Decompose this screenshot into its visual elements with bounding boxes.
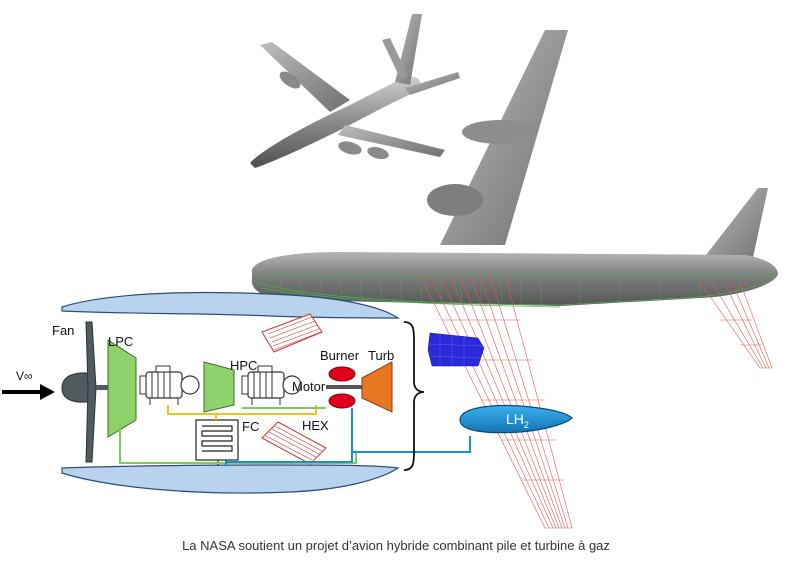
nacelle-lower xyxy=(61,464,400,494)
label-burner: Burner xyxy=(320,348,360,363)
label-lh2-main: LH xyxy=(506,411,524,427)
label-hpc: HPC xyxy=(230,358,257,373)
motor-icon xyxy=(241,365,302,405)
hex-upper xyxy=(261,313,323,353)
label-lpc: LPC xyxy=(108,334,133,349)
fan-blade xyxy=(85,321,97,463)
label-hex: HEX xyxy=(302,418,329,433)
turbine xyxy=(361,361,393,413)
freestream-arrow xyxy=(2,384,55,400)
label-v-inf: V∞ xyxy=(16,369,33,383)
bracket xyxy=(403,321,425,471)
blue-engine-wireframe xyxy=(427,332,485,367)
hex-lower xyxy=(261,421,327,465)
blue-line xyxy=(225,436,471,466)
nacelle-upper xyxy=(61,291,400,319)
yellow-line xyxy=(167,405,317,415)
motor-icon xyxy=(139,365,200,405)
label-lh2-sub: 2 xyxy=(524,420,529,430)
label-turb: Turb xyxy=(368,348,394,363)
propulsion-schematic xyxy=(2,291,573,494)
label-lh2: LH2 xyxy=(506,411,529,430)
figure-caption: La NASA soutient un projet d’avion hybri… xyxy=(182,538,610,553)
label-fc: FC xyxy=(242,419,259,434)
burner-lower xyxy=(328,393,356,409)
small-aircraft-render xyxy=(250,14,460,168)
shaft xyxy=(326,385,366,389)
burner-upper xyxy=(328,366,356,382)
fuel-cell xyxy=(195,419,239,466)
large-aircraft-render xyxy=(251,30,778,529)
fan-spinner xyxy=(61,372,89,403)
label-motor: Motor xyxy=(292,379,326,394)
hpc-compressor xyxy=(203,361,235,413)
label-fan: Fan xyxy=(52,323,74,338)
lpc-compressor xyxy=(107,339,137,438)
lh2-tank xyxy=(459,404,573,434)
